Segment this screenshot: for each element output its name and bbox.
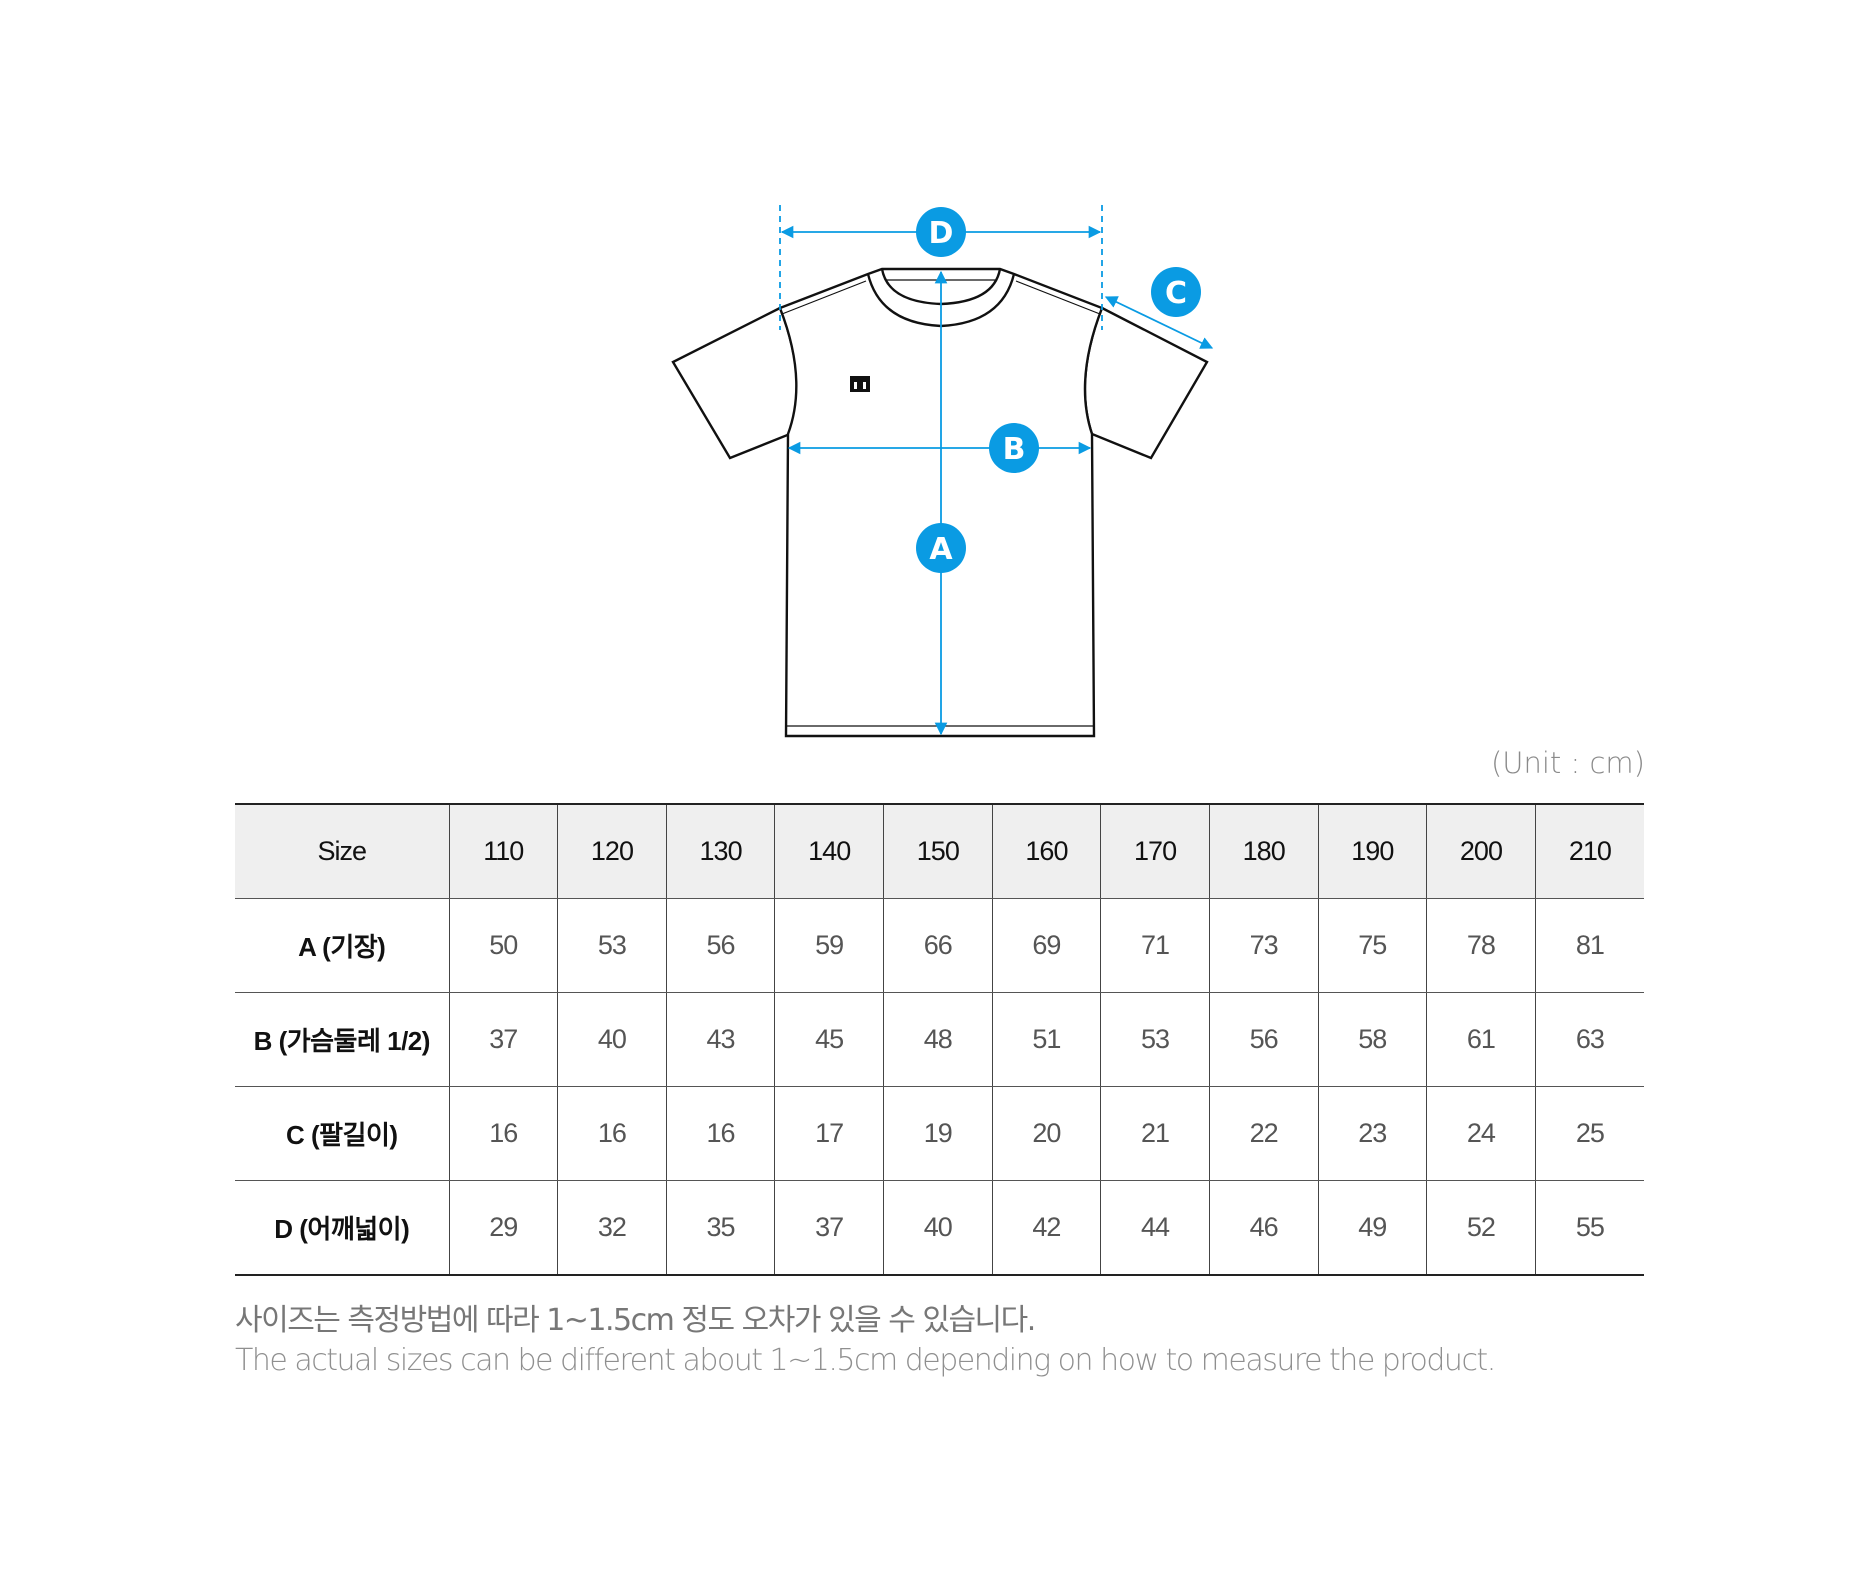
size-chart-table: Size 110 120 130 140 150 160 170 180 190… (235, 803, 1644, 1276)
svg-text:A: A (929, 532, 953, 567)
header-size: 130 (665, 804, 775, 899)
tshirt-measurement-diagram: D C B A (671, 205, 1214, 738)
table-cell: 21 (1100, 1086, 1210, 1181)
header-size: 150 (883, 804, 993, 899)
tshirt-outline (671, 267, 1209, 738)
table-cell: 24 (1426, 1086, 1536, 1181)
header-size: 160 (991, 804, 1101, 899)
table-row: B (가슴둘레 1/2) 37 40 43 45 48 51 53 56 58 … (235, 992, 1644, 1087)
table-cell: 52 (1426, 1180, 1536, 1276)
table-cell: 25 (1534, 1086, 1644, 1181)
table-cell: 42 (991, 1180, 1101, 1276)
table-cell: 23 (1317, 1086, 1427, 1181)
table-cell: 71 (1100, 898, 1210, 993)
row-label: C (팔길이) (235, 1086, 449, 1181)
table-cell: 37 (448, 992, 558, 1087)
table-cell: 75 (1317, 898, 1427, 993)
marker-d: D (916, 207, 966, 257)
svg-text:B: B (1003, 432, 1026, 467)
table-cell: 51 (991, 992, 1101, 1087)
table-cell: 81 (1534, 898, 1644, 993)
table-cell: 61 (1426, 992, 1536, 1087)
table-cell: 73 (1208, 898, 1318, 993)
table-cell: 78 (1426, 898, 1536, 993)
table-cell: 55 (1534, 1180, 1644, 1276)
header-size: 190 (1317, 804, 1427, 899)
table-header-row: Size 110 120 130 140 150 160 170 180 190… (235, 804, 1644, 899)
table-cell: 20 (991, 1086, 1101, 1181)
brand-logo-icon (850, 376, 870, 392)
row-label: A (기장) (235, 898, 449, 993)
table-cell: 32 (557, 1180, 667, 1276)
note-english: The actual sizes can be different about … (235, 1343, 1496, 1378)
table-cell: 49 (1317, 1180, 1427, 1276)
table-cell: 58 (1317, 992, 1427, 1087)
marker-a: A (916, 523, 966, 573)
table-cell: 17 (774, 1086, 884, 1181)
table-cell: 29 (448, 1180, 558, 1276)
measure-line-c (1104, 296, 1214, 349)
table-cell: 45 (774, 992, 884, 1087)
marker-c: C (1151, 267, 1201, 317)
table-cell: 40 (557, 992, 667, 1087)
header-size: 120 (557, 804, 667, 899)
table-cell: 50 (448, 898, 558, 993)
table-cell: 48 (883, 992, 993, 1087)
table-cell: 16 (665, 1086, 775, 1181)
row-label: B (가슴둘레 1/2) (235, 992, 449, 1087)
table-cell: 63 (1534, 992, 1644, 1087)
header-size: 210 (1534, 804, 1644, 899)
table-cell: 69 (991, 898, 1101, 993)
unit-label: (Unit : cm) (1490, 746, 1645, 780)
table-cell: 35 (665, 1180, 775, 1276)
table-row: C (팔길이) 16 16 16 17 19 20 21 22 23 24 25 (235, 1086, 1644, 1181)
table-cell: 40 (883, 1180, 993, 1276)
svg-text:C: C (1165, 276, 1187, 311)
table-cell: 53 (557, 898, 667, 993)
header-size: 180 (1208, 804, 1318, 899)
table-cell: 46 (1208, 1180, 1318, 1276)
table-cell: 59 (774, 898, 884, 993)
table-cell: 44 (1100, 1180, 1210, 1276)
table-cell: 16 (448, 1086, 558, 1181)
svg-text:D: D (929, 216, 954, 251)
table-cell: 43 (665, 992, 775, 1087)
table-row: D (어깨넓이) 29 32 35 37 40 42 44 46 49 52 5… (235, 1180, 1644, 1276)
header-size: 110 (448, 804, 558, 899)
table-cell: 16 (557, 1086, 667, 1181)
header-size-label: Size (235, 804, 449, 899)
table-cell: 56 (1208, 992, 1318, 1087)
table-cell: 19 (883, 1086, 993, 1181)
table-cell: 53 (1100, 992, 1210, 1087)
table-cell: 56 (665, 898, 775, 993)
row-label: D (어깨넓이) (235, 1180, 449, 1276)
table-cell: 66 (883, 898, 993, 993)
table-row: A (기장) 50 53 56 59 66 69 71 73 75 78 81 (235, 898, 1644, 993)
header-size: 200 (1426, 804, 1536, 899)
header-size: 140 (774, 804, 884, 899)
table-cell: 22 (1208, 1086, 1318, 1181)
note-korean: 사이즈는 측정방법에 따라 1~1.5cm 정도 오차가 있을 수 있습니다. (235, 1303, 1036, 1338)
header-size: 170 (1100, 804, 1210, 899)
table-cell: 37 (774, 1180, 884, 1276)
marker-b: B (989, 423, 1039, 473)
